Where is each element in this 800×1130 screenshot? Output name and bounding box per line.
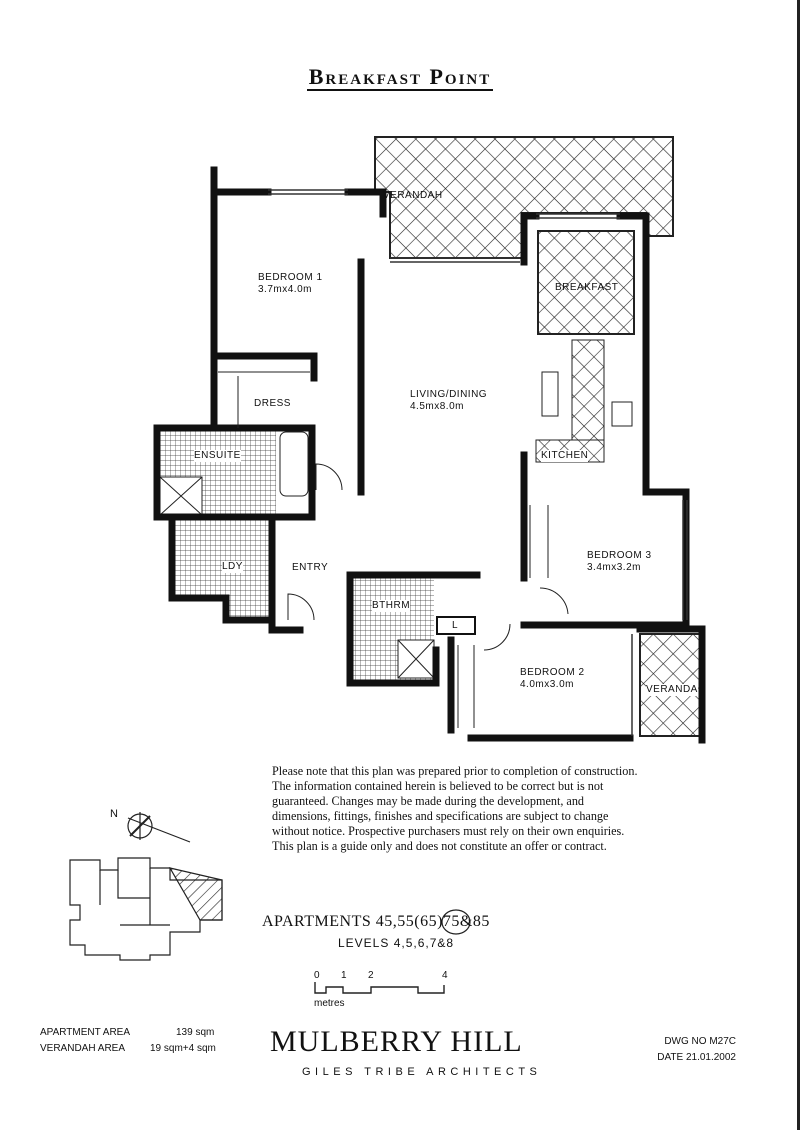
drawing-date: DATE 21.01.2002 [657,1052,736,1063]
drawing-number: DWG NO M27C [664,1036,736,1047]
page-edge [797,0,800,1130]
verandah-area-value: 19 sqm+4 sqm [150,1043,216,1054]
scale-tick: 2 [368,970,374,981]
kitchen-bench [571,339,605,441]
bedroom1-name: BEDROOM 1 [258,272,323,283]
bedroom3-name: BEDROOM 3 [587,550,652,561]
apartment-area-label: APARTMENT AREA [40,1027,131,1038]
laundry-floor [172,520,270,620]
verandah-area-label: VERANDAH AREA [40,1043,126,1054]
label-bathroom: BTHRM [372,600,411,612]
label-ensuite: ENSUITE [194,450,241,462]
bedroom2-name: BEDROOM 2 [520,667,585,678]
scale-unit: metres [314,998,345,1009]
architect-name: GILES TRIBE ARCHITECTS [302,1066,542,1078]
scale-tick: 1 [341,970,347,981]
label-laundry: LDY [222,561,243,573]
label-kitchen: KITCHEN [541,450,589,462]
apartment-area-value: 139 sqm [176,1027,215,1038]
apartment-highlighted: 65 [420,913,438,930]
scale-bar [314,982,445,994]
disclaimer-note: Please note that this plan was prepared … [272,764,638,853]
label-entry: ENTRY [292,562,329,573]
breakfast-area [537,230,635,335]
sink-icon [541,371,559,417]
apartments-line: APARTMENTS 45,55(65)75&85 [262,913,490,930]
bedroom1-size: 3.7mx4.0m [258,284,312,295]
label-verandah: VERANDAH [383,190,443,201]
bedroom2-size: 4.0mx3.0m [520,679,574,690]
highlight-circle [441,909,471,935]
levels-line: LEVELS 4,5,6,7&8 [338,936,455,950]
living-name: LIVING/DINING [410,389,488,400]
bath-icon [279,431,309,497]
label-breakfast: BREAKFAST [555,282,619,293]
title-text: Breakfast Point [306,64,494,91]
living-size: 4.5mx8.0m [410,401,464,412]
north-label: N [110,808,118,820]
apartments-numbers: 75&85 [442,913,490,930]
linen-cupboard [436,616,476,635]
scale-tick: 0 [314,970,320,981]
north-arrow-icon [127,812,191,843]
label-dress: DRESS [254,398,291,409]
brand-name: MULBERRY HILL [270,1025,523,1058]
label-veranda: VERANDA [646,684,698,696]
scale-tick: 4 [442,970,448,981]
page-title: Breakfast Point [0,64,800,91]
label-linen: L [452,620,459,631]
walls [153,166,706,744]
cooktop-icon [611,401,633,427]
apartments-prefix: APARTMENTS [262,913,372,930]
key-plan [69,857,223,961]
bedroom3-size: 3.4mx3.2m [587,562,641,573]
apartments-numbers: 45,55 [375,913,415,930]
